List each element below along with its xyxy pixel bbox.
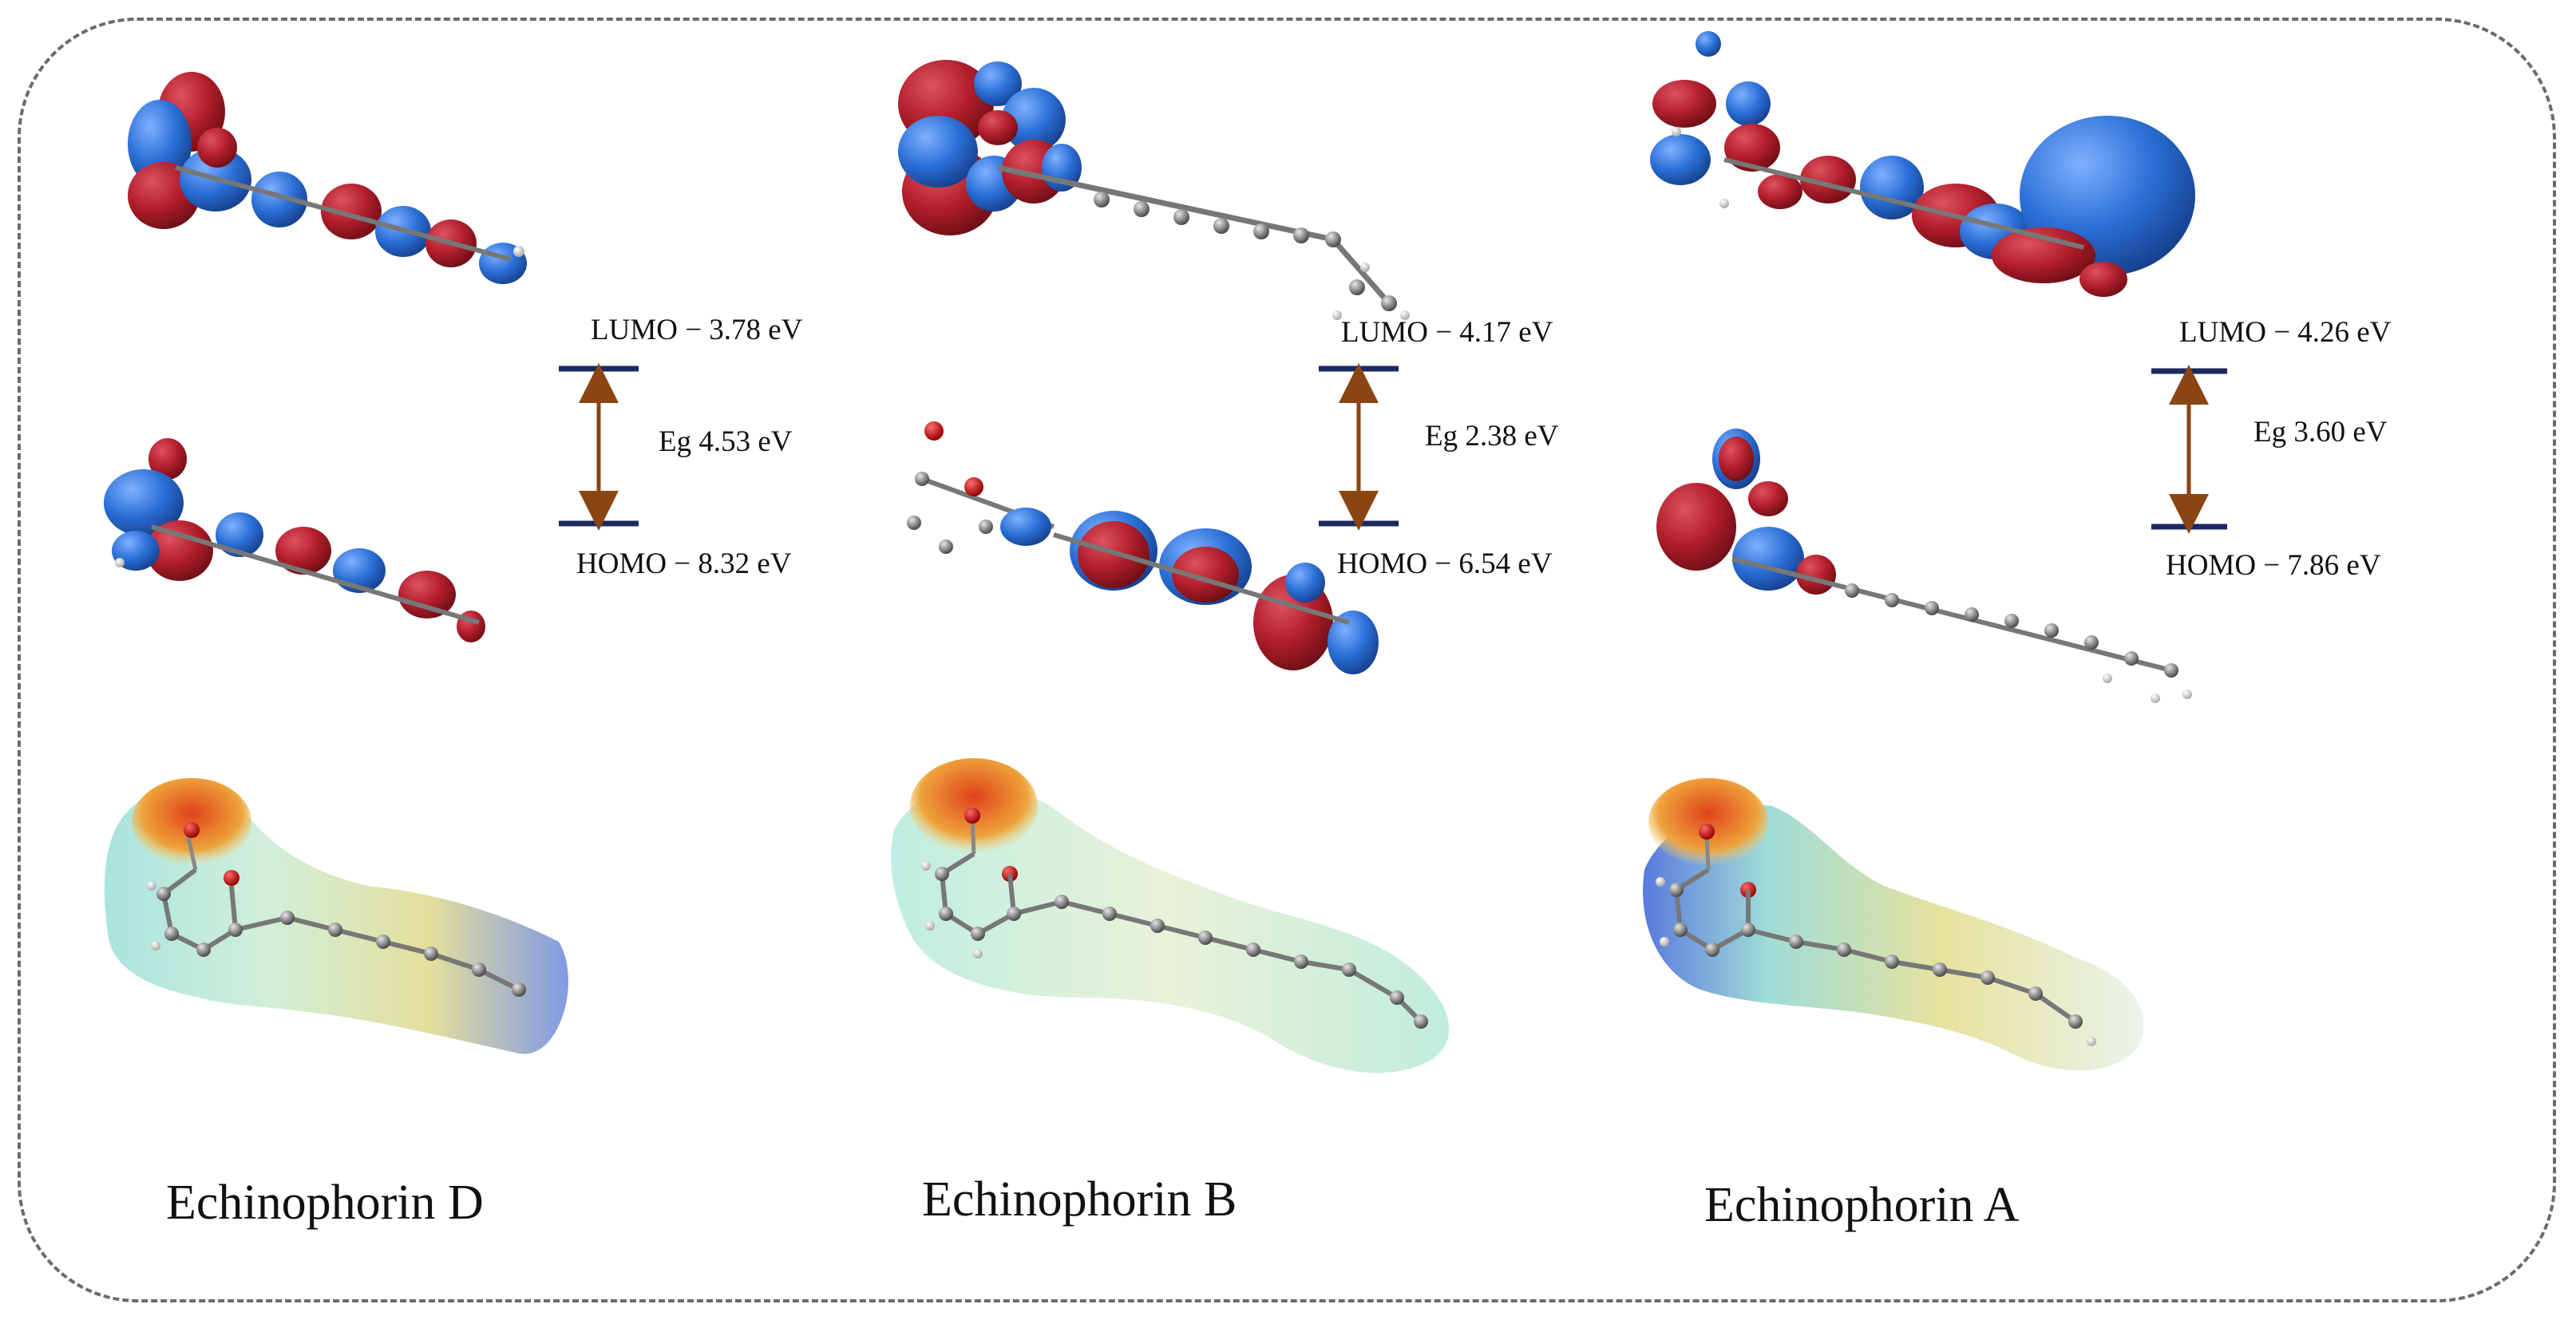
dashed-frame bbox=[18, 18, 2556, 1302]
homo-label: HOMO − 8.32 eV bbox=[576, 547, 792, 580]
esp-map-a bbox=[1643, 778, 2144, 1071]
homo-label: HOMO − 7.86 eV bbox=[2166, 549, 2381, 582]
lumo-orbital-a bbox=[1650, 31, 2195, 297]
lumo-orbital-d bbox=[128, 72, 527, 284]
panel-echinophorin-a: LUMO − 4.26 eV Eg 3.60 eV HOMO − 7.86 eV… bbox=[1628, 0, 2554, 1320]
lumo-orbital-b bbox=[898, 60, 1410, 320]
homo-orbital-d bbox=[104, 438, 485, 642]
lumo-label: LUMO − 4.17 eV bbox=[1341, 316, 1553, 349]
panel-echinophorin-d: LUMO − 3.78 eV Eg 4.53 eV HOMO − 8.32 eV… bbox=[0, 0, 854, 1320]
molecule-graphics-d bbox=[104, 72, 639, 1054]
homo-label: HOMO − 6.54 eV bbox=[1337, 547, 1553, 580]
gap-label: Eg 3.60 eV bbox=[2254, 416, 2388, 449]
energy-diagram-a bbox=[2151, 365, 2227, 534]
esp-map-b bbox=[891, 758, 1450, 1073]
energy-diagram-b bbox=[1319, 363, 1399, 531]
compound-name: Echinophorin D bbox=[166, 1176, 484, 1230]
gap-label: Eg 4.53 eV bbox=[659, 425, 793, 458]
lumo-label: LUMO − 3.78 eV bbox=[591, 314, 803, 346]
molecule-graphics-b bbox=[891, 60, 1450, 1073]
compound-name: Echinophorin B bbox=[922, 1172, 1237, 1227]
energy-diagram-d bbox=[559, 363, 639, 531]
compound-name: Echinophorin A bbox=[1704, 1178, 2020, 1232]
homo-orbital-b bbox=[907, 421, 1379, 674]
gap-label: Eg 2.38 eV bbox=[1425, 420, 1559, 453]
homo-orbital-a bbox=[1656, 429, 2192, 703]
lumo-label: LUMO − 4.26 eV bbox=[2179, 316, 2392, 349]
esp-map-d bbox=[104, 778, 568, 1054]
panel-echinophorin-b: LUMO − 4.17 eV Eg 2.38 eV HOMO − 6.54 eV… bbox=[838, 0, 1660, 1320]
molecule-graphics-a bbox=[1643, 31, 2227, 1071]
